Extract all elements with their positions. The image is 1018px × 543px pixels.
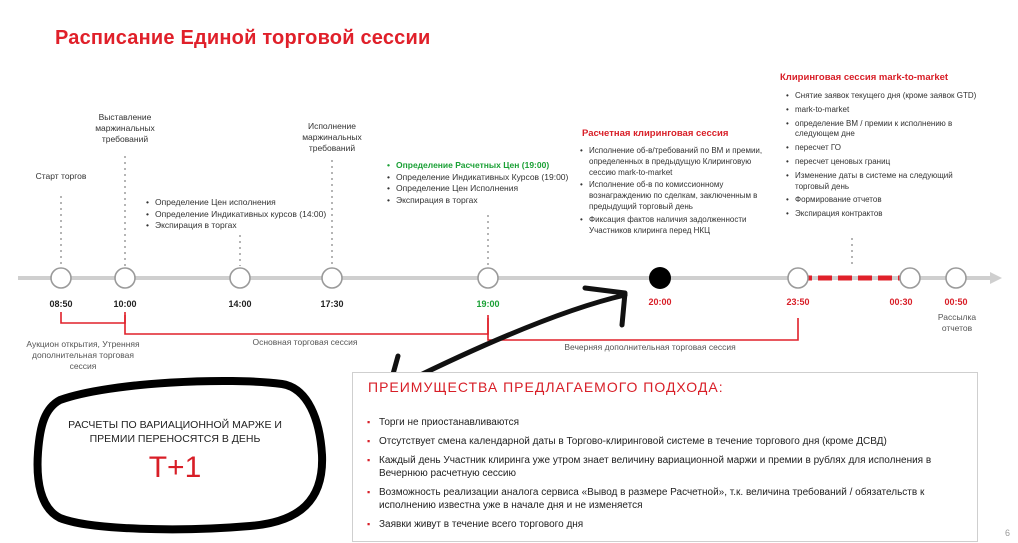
label-reports: Рассылка отчетов <box>937 312 977 333</box>
settlement-item: Исполнение об-в/требований по ВМ и преми… <box>580 146 776 178</box>
mtm-title: Клиринговая сессия mark-to-market <box>780 72 949 83</box>
time-label: 10:00 <box>113 299 137 309</box>
settlement-title: Расчетная клиринговая сессия <box>582 128 729 139</box>
point-1730 <box>321 267 343 289</box>
mtm-item: пересчет ценовых границ <box>786 157 986 168</box>
mtm-list: Снятие заявок текущего дня (кроме заявок… <box>786 91 986 220</box>
time-label: 19:00 <box>476 299 500 309</box>
bracket-auction <box>60 312 126 324</box>
point-0030 <box>899 267 921 289</box>
point-1400 <box>229 267 251 289</box>
bracket-main <box>124 315 489 335</box>
time-label: 00:30 <box>889 297 913 307</box>
advantages-list: Торги не приостанавливаются Отсутствует … <box>367 416 967 537</box>
advantage-item: Торги не приостанавливаются <box>367 416 967 429</box>
timeline-arrowhead <box>990 272 1002 284</box>
label-main-session: Основная торговая сессия <box>252 337 358 347</box>
list-1900-item: Экспирация в торгах <box>387 195 587 207</box>
advantage-item: Заявки живут в течение всего торгового д… <box>367 518 967 531</box>
label-auction-session: Аукцион открытия, Утренняя дополнительна… <box>26 339 140 371</box>
list-1900-item: Определение Расчетных Цен (19:00) <box>387 160 587 172</box>
time-label: 00:50 <box>944 297 968 307</box>
advantage-item: Отсутствует смена календарной даты в Тор… <box>367 435 967 448</box>
mtm-item: Снятие заявок текущего дня (кроме заявок… <box>786 91 986 102</box>
event-connectors <box>60 156 853 266</box>
mtm-item: определение ВМ / премии к исполнению в с… <box>786 119 986 141</box>
advantages-title: ПРЕИМУЩЕСТВА ПРЕДЛАГАЕМОГО ПОДХОДА: <box>368 379 724 395</box>
point-1000 <box>114 267 136 289</box>
advantage-item: Возможность реализации аналога сервиса «… <box>367 486 967 512</box>
mtm-item: mark-to-market <box>786 105 986 116</box>
mtm-item: пересчет ГО <box>786 143 986 154</box>
mtm-item: Формирование отчетов <box>786 195 986 206</box>
double-arrow-head-right <box>582 285 628 328</box>
list-1400-item: Определение Цен исполнения <box>146 197 346 209</box>
settlement-list: Исполнение об-в/требований по ВМ и преми… <box>580 146 776 236</box>
note-t1: Т+1 <box>148 451 202 484</box>
list-1400-item: Определение Индикативных курсов (14:00) <box>146 209 346 221</box>
label-evening-session: Вечерняя дополнительная торговая сессия <box>564 342 736 352</box>
label-start: Старт торгов <box>35 171 87 181</box>
list-1900: Определение Расчетных Цен (19:00) Опреде… <box>387 160 587 206</box>
mtm-item: Экспирация контрактов <box>786 209 986 220</box>
point-0050 <box>945 267 967 289</box>
list-1900-item: Определение Индикативных Курсов (19:00) <box>387 172 587 184</box>
settlement-item: Исполнение об-в по комиссионному вознагр… <box>580 180 776 212</box>
time-label: 23:50 <box>786 297 810 307</box>
session-brackets <box>60 312 799 341</box>
list-1400: Определение Цен исполнения Определение И… <box>146 197 346 232</box>
bracket-evening <box>487 318 799 341</box>
time-label: 17:30 <box>320 299 344 309</box>
advantages-box: ПРЕИМУЩЕСТВА ПРЕДЛАГАЕМОГО ПОДХОДА: Торг… <box>352 372 978 542</box>
advantage-item: Каждый день Участник клиринга уже утром … <box>367 454 967 480</box>
point-1900 <box>477 267 499 289</box>
point-0850 <box>50 267 72 289</box>
mtm-item: Изменение даты в системе на следующий то… <box>786 171 986 193</box>
point-2000 <box>649 267 671 289</box>
point-2350 <box>787 267 809 289</box>
time-label: 20:00 <box>648 297 672 307</box>
time-label: 14:00 <box>228 299 252 309</box>
settlement-item: Фиксация фактов наличия задолженности Уч… <box>580 215 776 237</box>
label-margin: Выставление маржинальных требований <box>95 112 155 144</box>
note-text: РАСЧЕТЫ ПО ВАРИАЦИОННОЙ МАРЖЕ И ПРЕМИИ П… <box>68 419 282 445</box>
page-number: 6 <box>1005 528 1011 538</box>
page-title: Расписание Единой торговой сессии <box>55 27 431 49</box>
note-oval <box>33 376 327 534</box>
list-1900-item: Определение Цен Исполнения <box>387 183 587 195</box>
list-1400-item: Экспирация в торгах <box>146 220 346 232</box>
time-label: 08:50 <box>49 299 73 309</box>
label-margin-exec: Исполнение маржинальных требований <box>302 121 362 153</box>
